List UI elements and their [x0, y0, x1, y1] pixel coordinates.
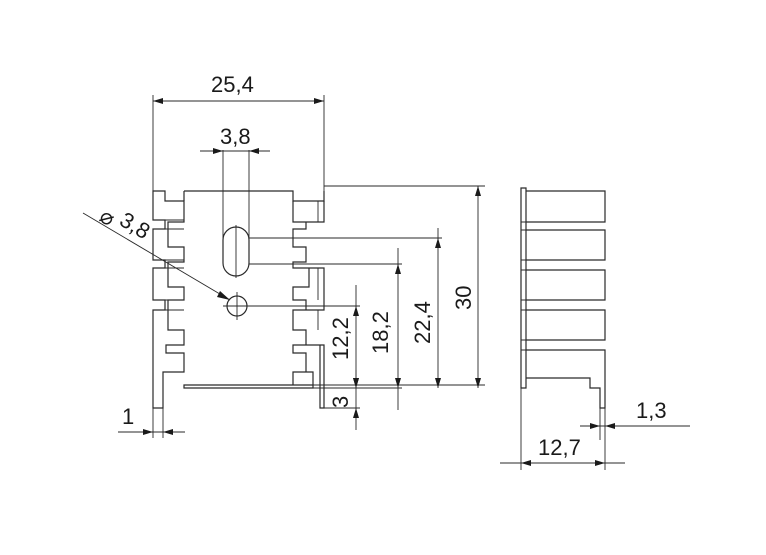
dim-side-thickness: 1,3 — [580, 398, 690, 440]
dim-height-22-4: 22,4 — [249, 228, 442, 388]
dim-height-18-2-label: 18,2 — [368, 311, 393, 354]
dim-slot-width-label: 3,8 — [220, 124, 251, 149]
heatsink-outline — [152, 190, 185, 409]
dim-side-depth: 12,7 — [500, 388, 625, 470]
front-view — [152, 190, 325, 409]
hole-center-cross — [223, 292, 251, 320]
dim-pin-width-label: 1 — [122, 404, 134, 429]
dim-height-22-4-label: 22,4 — [410, 301, 435, 344]
side-view — [520, 187, 606, 409]
dim-height-30: 30 — [324, 185, 485, 388]
dim-offset-3-label: 3 — [328, 396, 353, 408]
dim-height-18-2: 18,2 — [249, 248, 402, 410]
mounting-slot — [222, 226, 250, 277]
dim-side-thickness-label: 1,3 — [636, 398, 667, 423]
dim-height-30-label: 30 — [451, 286, 476, 310]
dim-hole-diameter-label: 3,8 — [115, 207, 154, 244]
dim-baseline-lines — [293, 384, 485, 409]
dim-height-12-2: 12,2 — [251, 285, 360, 388]
heatsink-left-fin-lines — [165, 219, 184, 311]
dim-height-12-2-label: 12,2 — [328, 317, 353, 360]
dim-side-depth-label: 12,7 — [538, 435, 581, 460]
heatsink-right-fins — [292, 201, 325, 409]
heatsink-body — [183, 190, 325, 389]
side-view-outline — [520, 187, 606, 409]
dim-overall-width: 25,4 — [152, 72, 325, 191]
dim-slot-width: 3,8 — [200, 124, 270, 240]
dim-hole-diameter: ⌀ 3,8 — [82, 203, 231, 301]
dim-overall-width-label: 25,4 — [211, 72, 254, 97]
dim-pin-width: 1 — [118, 404, 185, 438]
side-view-tabs — [521, 221, 526, 351]
